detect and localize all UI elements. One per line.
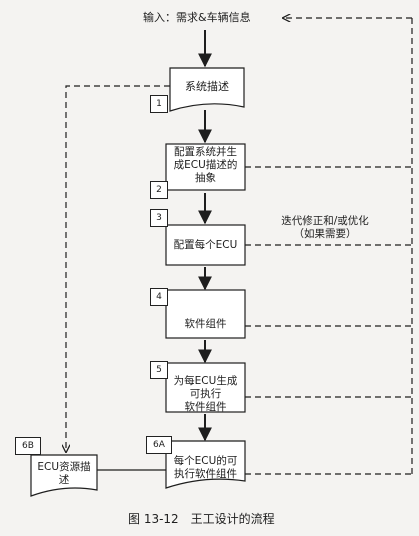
label-generate-executable-line-2: 可执行 [189,388,222,401]
dashed-system-to-resource [66,85,170,452]
label-config-system: 配置系统并生 成ECU描述的 抽象 [166,146,245,185]
iteration-note-line-2: （如果需要） [293,228,357,241]
label-generate-executable: 为每ECU生成 可执行 软件组件 [166,375,245,414]
label-generate-executable-line-1: 为每ECU生成 [173,375,238,387]
label-executable-per-ecu-line-2: 执行软件组件 [174,468,237,481]
feedback-lines [66,18,413,475]
box-ecu-resource [30,454,98,497]
box-software-components [165,289,246,339]
step-badge-6b: 6B [15,437,41,455]
input-label: 输入：需求&车辆信息 [143,11,251,24]
step-badge-1: 1 [150,95,168,113]
step-badge-6a: 6A [146,436,172,454]
label-config-system-line-1: 配置系统并生 [174,146,237,158]
label-system-description: 系统描述 [185,80,229,93]
iteration-note-line-1: 迭代修正和/或优化 [281,215,369,227]
label-ecu-resource: ECU资源描 述 [31,461,97,487]
step-badge-2: 2 [150,181,168,199]
figure-caption: 图 13-12 王工设计的流程 [128,512,275,526]
label-software-components: 软件组件 [184,318,227,330]
step-badge-5: 5 [150,361,168,379]
iteration-note: 迭代修正和/或优化 （如果需要） [270,215,380,241]
label-executable-per-ecu-line-1: 每个ECU的可 [173,455,238,467]
label-executable-per-ecu: 每个ECU的可 执行软件组件 [166,455,245,481]
box-executable-per-ecu [165,440,246,489]
label-ecu-resource-line-2: 述 [58,474,70,487]
step-badge-4: 4 [150,288,168,306]
label-config-ecu: 配置每个ECU [173,239,238,251]
box-generate-executable [165,362,246,413]
box-config-system [165,143,246,191]
step-badge-3: 3 [150,209,168,227]
box-system-description [169,67,245,112]
label-config-system-line-3: 抽象 [195,172,216,185]
label-config-system-line-2: 成ECU描述的 [173,159,238,172]
label-ecu-resource-line-1: ECU资源描 [37,461,91,473]
process-boxes [30,67,246,497]
label-generate-executable-line-3: 软件组件 [184,401,227,414]
